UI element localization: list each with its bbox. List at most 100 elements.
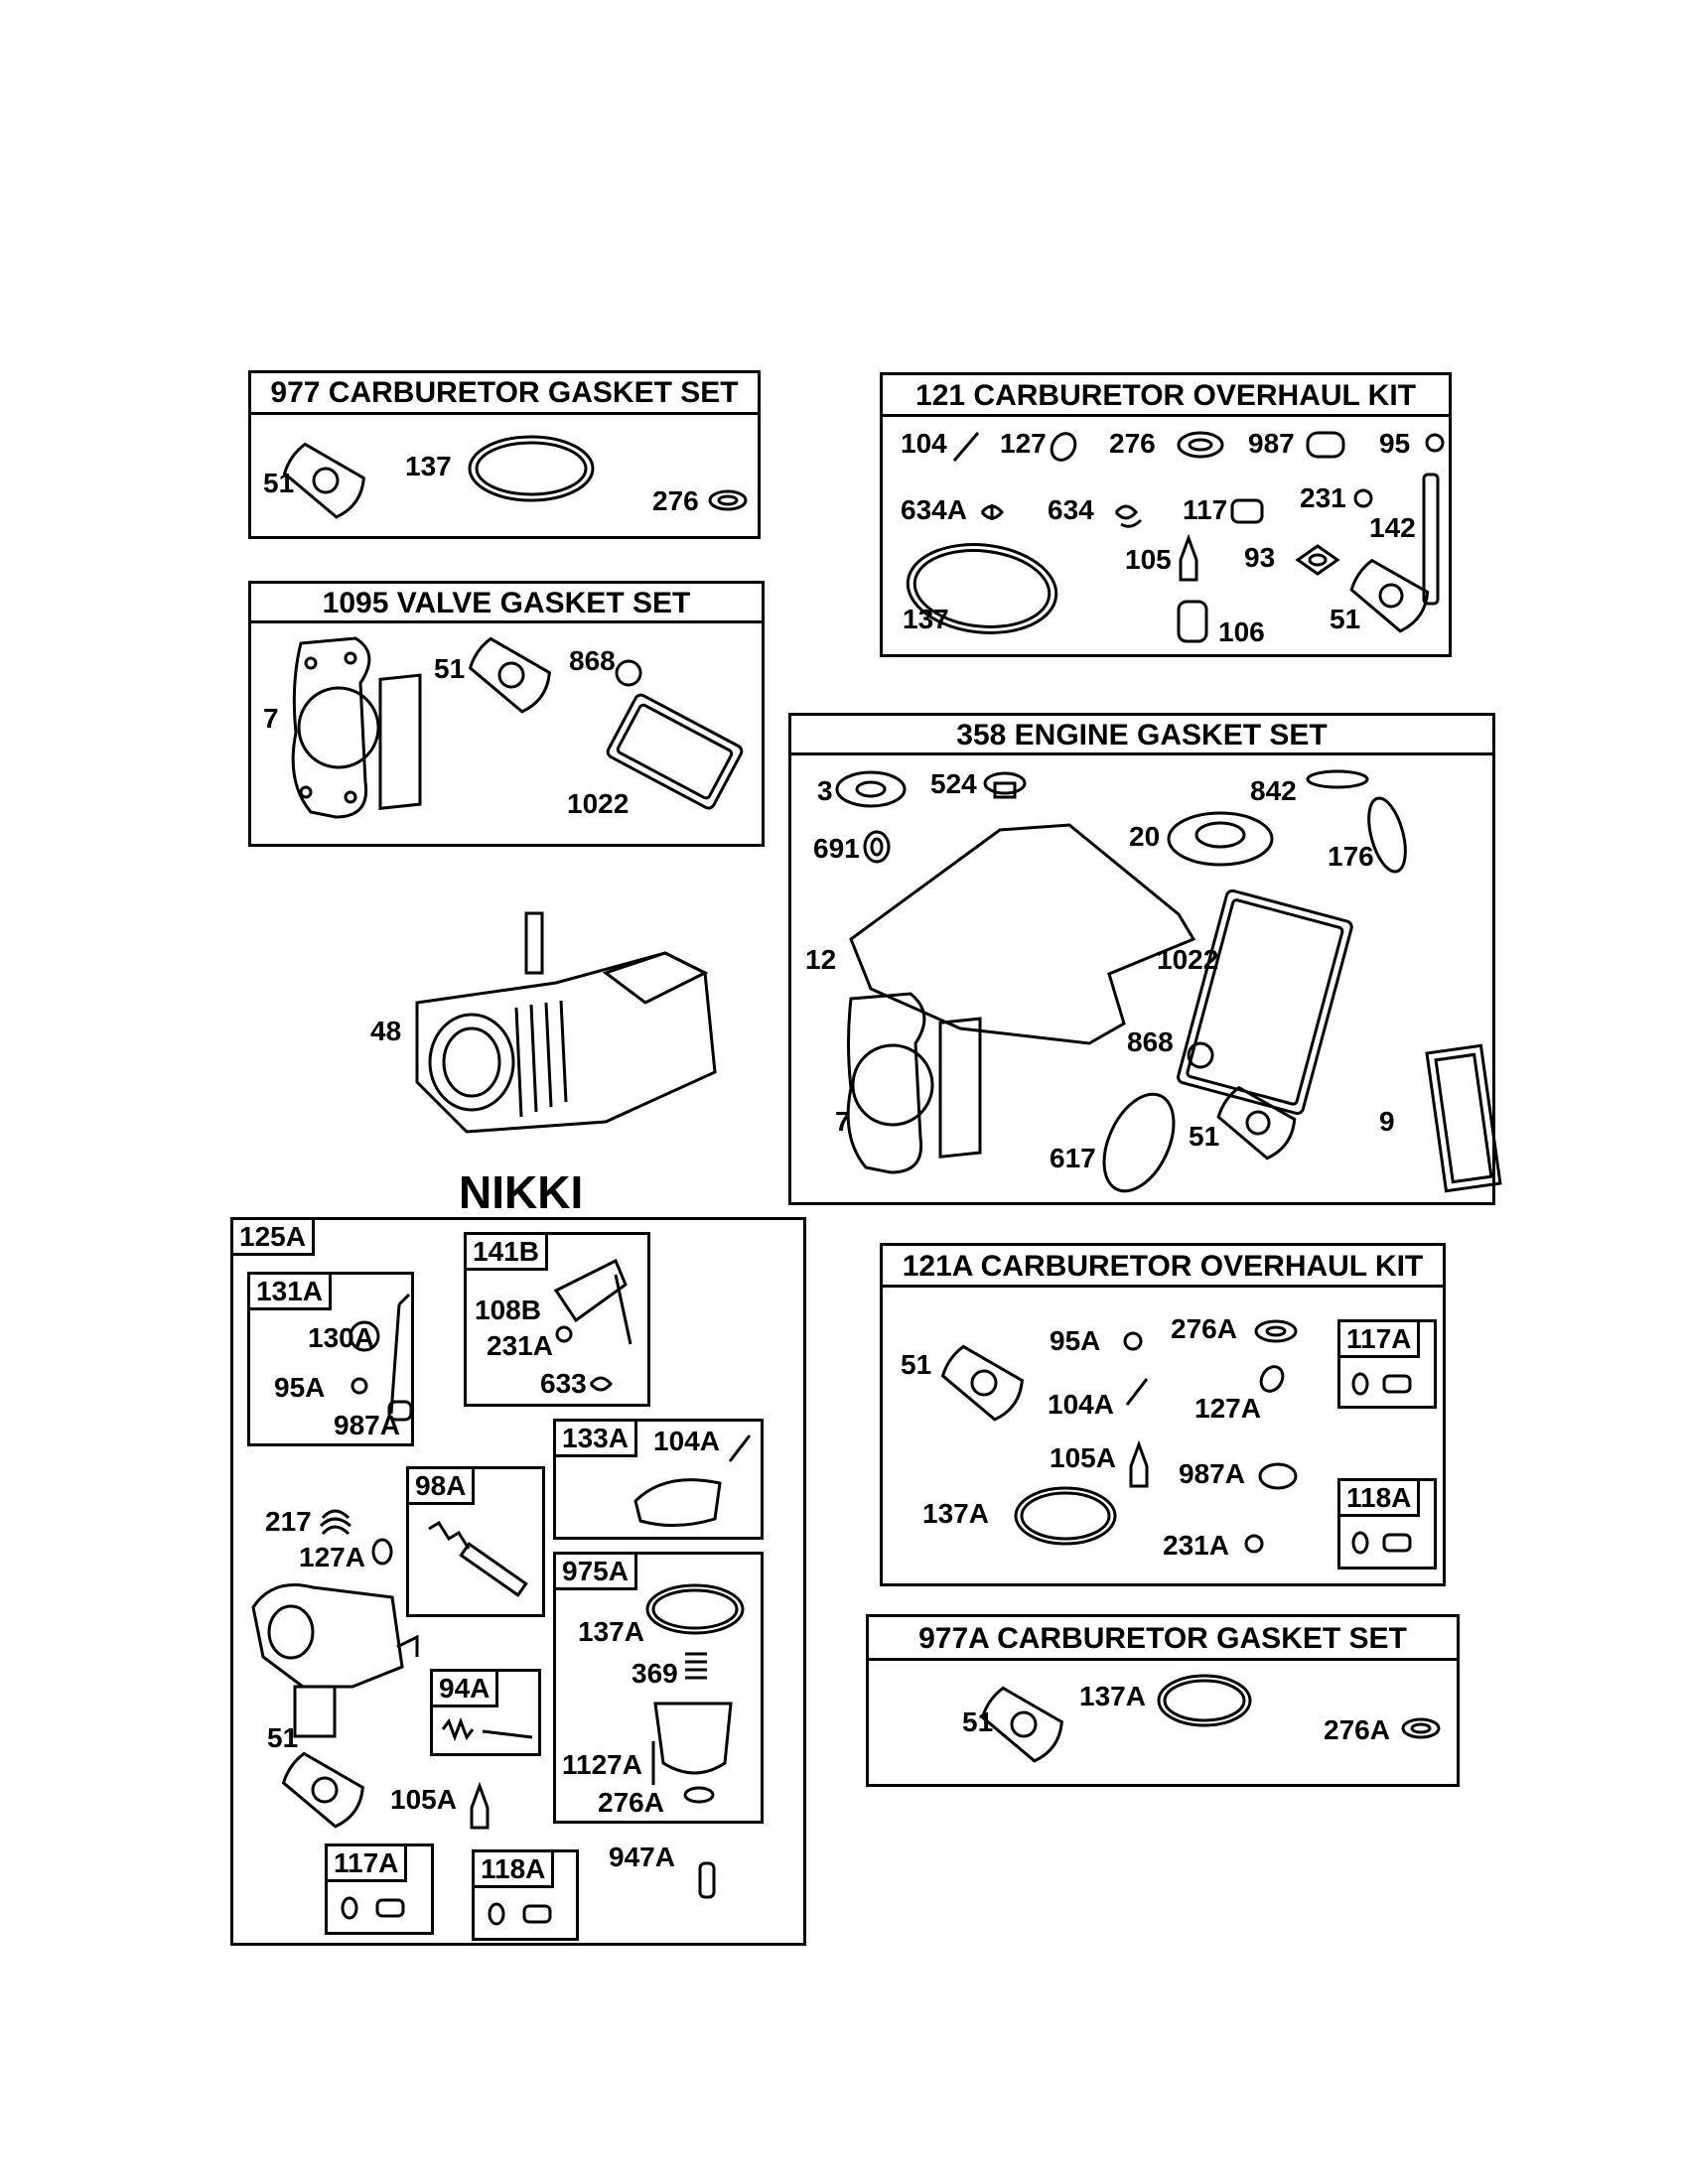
label-137A: 137A xyxy=(1079,1681,1146,1711)
part-drawings xyxy=(282,435,748,519)
label-127A: 127A xyxy=(1194,1393,1261,1424)
kit-1095-valve-gasket-set: 1095 VALVE GASKET SET 7 51 868 1022 xyxy=(248,581,765,847)
label-987A: 987A xyxy=(334,1410,400,1440)
label-634A: 634A xyxy=(901,494,967,525)
seal-868-icon xyxy=(615,659,642,687)
o-ring-137-icon xyxy=(468,435,595,502)
label-3: 3 xyxy=(817,775,833,806)
gasket-51-icon xyxy=(940,1344,1024,1422)
plug-524-icon xyxy=(983,771,1027,799)
o-ring-176-icon xyxy=(1367,796,1407,874)
fitting-117-icon xyxy=(1230,498,1264,524)
label-276: 276 xyxy=(652,485,699,516)
sub-drawings xyxy=(428,1520,528,1597)
screw-231A-icon xyxy=(1244,1534,1264,1554)
label-137: 137 xyxy=(405,451,452,481)
jet-icon xyxy=(1382,1533,1412,1553)
label-117: 117 xyxy=(1183,494,1228,525)
o-ring-137A-icon xyxy=(1157,1674,1252,1727)
breather-gasket-9-icon xyxy=(1425,1043,1502,1193)
o-ring-icon xyxy=(341,1896,358,1920)
tag: 131A xyxy=(250,1275,332,1311)
o-ring-617-icon xyxy=(1102,1092,1176,1193)
kit-title: 1095 VALVE GASKET SET xyxy=(251,584,762,623)
gasket-108B-icon xyxy=(553,1258,628,1323)
kit-121-carburetor-overhaul-kit: 121 CARBURETOR OVERHAUL KIT 104 127 276 … xyxy=(880,372,1452,657)
tag: 118A xyxy=(475,1852,555,1889)
label-276A: 276A xyxy=(1171,1313,1237,1344)
sub-kit-117A: 117A xyxy=(325,1843,434,1935)
nut-93-icon xyxy=(1295,544,1340,576)
label-51: 51 xyxy=(263,468,295,498)
label-48: 48 xyxy=(370,1016,402,1046)
label-51: 51 xyxy=(434,653,466,684)
part-drawings xyxy=(906,431,1445,643)
pin-104-icon xyxy=(952,432,980,462)
sub-drawings xyxy=(1351,1531,1412,1555)
kit-title: 358 ENGINE GASKET SET xyxy=(791,716,1492,755)
nikki-carburetor-125A: 125A 131A 130A 95A 987A 141B 108B 231A 6… xyxy=(230,1217,806,1946)
sub-kit-131A: 131A 130A 95A 987A xyxy=(247,1272,414,1446)
label-7: 7 xyxy=(835,1106,851,1137)
carburetor-body-icon xyxy=(251,1583,419,1738)
label-51: 51 xyxy=(901,1349,932,1380)
jet-icon xyxy=(1382,1374,1412,1394)
tag: 117A xyxy=(1340,1322,1421,1359)
spring-icon xyxy=(428,1520,471,1550)
label-217: 217 xyxy=(265,1506,312,1537)
needle-icon xyxy=(482,1729,533,1739)
label-7: 7 xyxy=(263,703,279,734)
tag: 98A xyxy=(409,1469,476,1506)
kit-358-engine-gasket-set: 358 ENGINE GASKET SET 3 524 842 691 20 1… xyxy=(788,713,1502,1205)
label-9: 9 xyxy=(1379,1106,1395,1137)
label-20: 20 xyxy=(1129,821,1161,852)
seat-106-icon xyxy=(1177,600,1208,643)
label-1022: 1022 xyxy=(567,788,630,819)
jet-icon xyxy=(375,1898,405,1918)
sub-drawings xyxy=(1351,1372,1412,1396)
seal-691-icon xyxy=(863,830,891,864)
ring-127A-icon xyxy=(371,1538,393,1566)
label-137: 137 xyxy=(903,604,949,634)
label-868: 868 xyxy=(1127,1026,1174,1057)
seal-3-icon xyxy=(835,770,907,808)
bushing-987-icon xyxy=(1306,431,1345,459)
seal-20-icon xyxy=(1167,811,1274,867)
label-95A: 95A xyxy=(274,1372,326,1403)
screw-231-icon xyxy=(1353,488,1373,508)
bushing-987A-icon xyxy=(387,1400,413,1422)
sub-drawings xyxy=(488,1902,552,1926)
sub-drawings xyxy=(349,1293,413,1422)
o-ring-icon xyxy=(1351,1372,1369,1396)
needle-947A-icon xyxy=(698,1861,716,1899)
o-ring-137-icon xyxy=(906,543,1058,634)
sub-kit-117A: 117A xyxy=(1337,1319,1437,1409)
pin-104A-icon xyxy=(728,1434,752,1462)
o-ring-137-inner-icon xyxy=(475,441,588,496)
spring-634-icon xyxy=(1114,504,1143,528)
tag: 117A xyxy=(328,1846,408,1883)
label-691: 691 xyxy=(813,833,860,864)
label-617: 617 xyxy=(1050,1143,1096,1173)
screw-icon xyxy=(459,1542,528,1597)
crankcase-gasket-12-icon xyxy=(849,823,1196,1045)
sub-drawings xyxy=(441,1716,533,1742)
sub-kit-98A: 98A xyxy=(406,1466,545,1617)
rocker-gasket-1022-icon xyxy=(1177,888,1353,1115)
o-ring-137A-icon xyxy=(1014,1486,1117,1546)
kit-977-carburetor-gasket-set: 977 CARBURETOR GASKET SET 51 137 276 xyxy=(248,370,761,539)
head-gasket-7-icon xyxy=(291,636,422,819)
label-51: 51 xyxy=(962,1706,994,1737)
part-drawings xyxy=(835,769,1502,1193)
label-1022: 1022 xyxy=(1157,944,1219,975)
tag: 133A xyxy=(556,1422,637,1458)
needle-105A-icon xyxy=(470,1781,490,1830)
sub-kit-133A: 133A 104A xyxy=(553,1419,764,1540)
screw-95-icon xyxy=(1425,433,1445,453)
sub-kit-118A: 118A xyxy=(472,1849,579,1941)
label-276A: 276A xyxy=(1324,1714,1390,1745)
jet-icon xyxy=(522,1904,552,1924)
seal-868-icon xyxy=(1187,1041,1214,1069)
label-634: 634 xyxy=(1048,494,1094,525)
rocker-gasket-1022-icon xyxy=(606,693,744,810)
